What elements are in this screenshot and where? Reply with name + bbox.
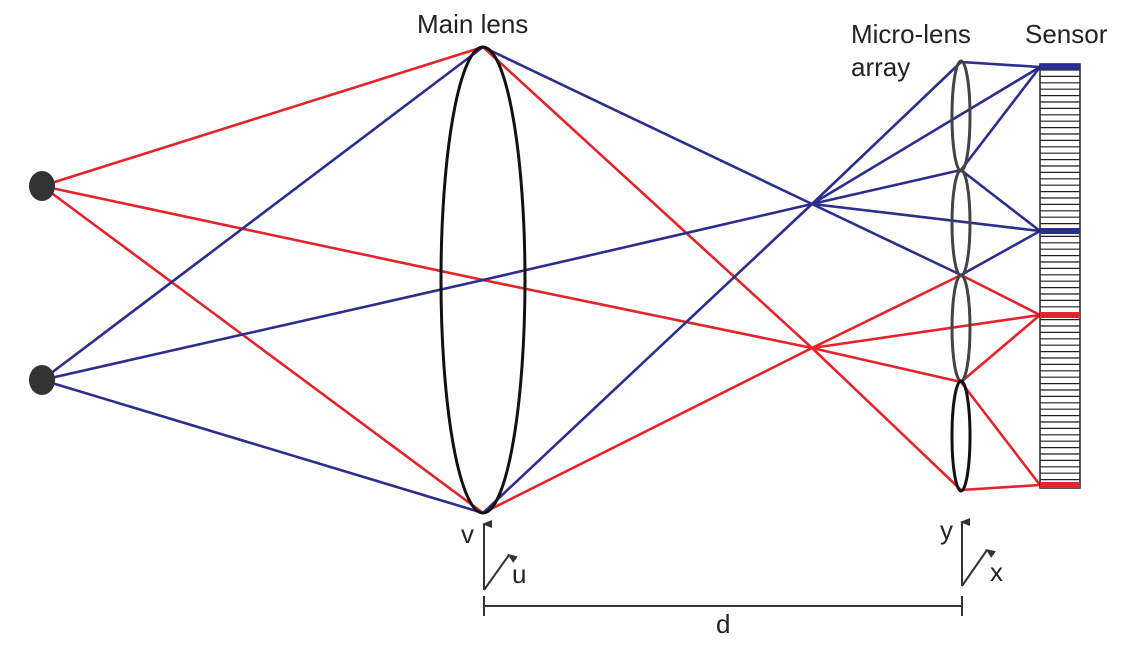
main-lens-label: Main lens bbox=[417, 9, 529, 39]
blue-ray bbox=[959, 168, 1042, 233]
micro-lens bbox=[950, 379, 972, 493]
red-ray bbox=[959, 273, 1042, 317]
u-axis-arrow bbox=[483, 553, 518, 591]
sensor-pixel-blue bbox=[1040, 64, 1080, 70]
blue-ray-bundle bbox=[40, 45, 1042, 515]
blue-ray bbox=[810, 168, 963, 206]
red-ray bbox=[959, 483, 1042, 492]
main-lens bbox=[439, 45, 527, 515]
red-ray bbox=[959, 380, 1042, 487]
red-ray bbox=[810, 313, 1042, 350]
red-ray bbox=[481, 278, 814, 350]
red-ray bbox=[810, 346, 963, 384]
blue-ray bbox=[810, 202, 963, 277]
blue-ray bbox=[481, 45, 814, 206]
blue-ray bbox=[40, 378, 485, 515]
object-point-bottom bbox=[29, 365, 55, 395]
sensor-pixel-blue bbox=[1040, 228, 1080, 234]
micro-lens bbox=[950, 59, 972, 173]
sensor-pixel-red bbox=[1040, 312, 1080, 318]
blue-ray bbox=[810, 60, 963, 206]
blue-ray bbox=[959, 65, 1042, 172]
blue-ray bbox=[481, 202, 814, 282]
micro-lens-array-label-line1: Micro-lens bbox=[851, 19, 971, 49]
red-ray bbox=[481, 45, 814, 350]
red-ray-bundle bbox=[40, 45, 1042, 515]
distance-label: d bbox=[716, 609, 731, 639]
u-axis-label: u bbox=[512, 559, 527, 589]
blue-ray bbox=[481, 202, 814, 515]
red-ray bbox=[810, 346, 963, 492]
red-ray bbox=[40, 45, 485, 188]
blue-ray bbox=[40, 45, 485, 382]
blue-ray bbox=[959, 60, 1042, 69]
blue-ray bbox=[959, 229, 1042, 277]
x-axis-label: x bbox=[990, 557, 1003, 587]
sensor-pixel-red bbox=[1040, 482, 1080, 488]
x-axis-arrow bbox=[961, 548, 996, 587]
xy-axes bbox=[960, 518, 996, 587]
sensor-label: Sensor bbox=[1025, 19, 1108, 49]
v-axis-label: v bbox=[461, 519, 474, 549]
blue-ray bbox=[810, 202, 1042, 233]
sensor bbox=[1039, 63, 1081, 489]
y-axis-label: y bbox=[940, 515, 953, 545]
red-ray bbox=[40, 184, 485, 515]
uv-axes bbox=[482, 520, 518, 591]
blue-ray bbox=[40, 278, 485, 382]
micro-lens-array-label-line2: array bbox=[851, 52, 911, 82]
sensor-pixel-grid bbox=[1040, 69, 1080, 487]
micro-lens-array bbox=[950, 59, 972, 493]
red-ray bbox=[810, 273, 963, 350]
distance-d-marker bbox=[483, 596, 963, 616]
blue-ray bbox=[810, 65, 1042, 206]
red-ray bbox=[40, 184, 485, 282]
red-ray bbox=[481, 346, 814, 515]
red-ray bbox=[959, 313, 1042, 384]
object-point-top bbox=[29, 171, 55, 201]
